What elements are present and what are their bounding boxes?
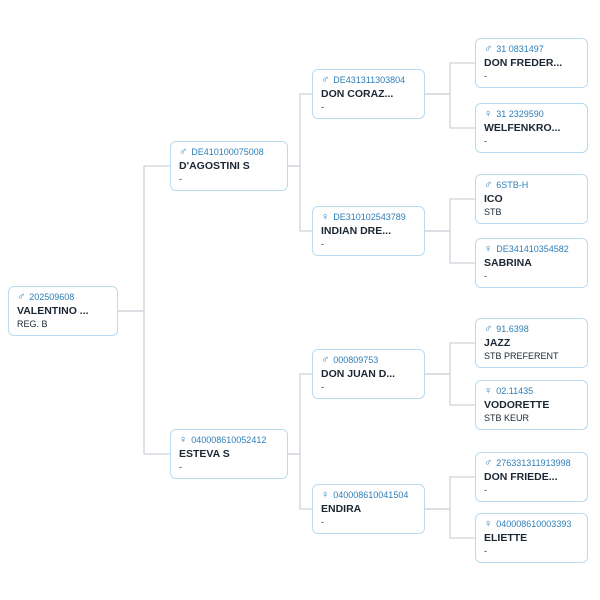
node-name: VALENTINO ... <box>17 305 89 317</box>
node-subtitle: - <box>321 102 324 112</box>
node-subtitle: STB PREFERENT <box>484 351 559 361</box>
node-name: ESTEVA S <box>179 448 230 460</box>
node-id: 6STB-H <box>496 180 529 190</box>
node-id: DE310102543789 <box>333 212 406 222</box>
pedigree-node-sires-dam[interactable]: ♀DE310102543789 INDIAN DRE... - <box>312 206 425 256</box>
node-name: WELFENKRO... <box>484 122 561 134</box>
node-subtitle: - <box>321 239 324 249</box>
female-icon: ♀ <box>321 211 330 223</box>
female-icon: ♀ <box>484 385 493 397</box>
pedigree-node-dams-sire[interactable]: ♂000809753 DON JUAN D... - <box>312 349 425 399</box>
node-id: DE341410354582 <box>496 244 569 254</box>
male-icon: ♂ <box>321 354 330 366</box>
pedigree-node-sss[interactable]: ♂31 0831497 DON FREDER... - <box>475 38 588 88</box>
node-id: 31 0831497 <box>496 44 544 54</box>
male-icon: ♂ <box>484 179 493 191</box>
node-subtitle: - <box>321 382 324 392</box>
female-icon: ♀ <box>179 434 188 446</box>
node-subtitle: STB KEUR <box>484 413 530 423</box>
male-icon: ♂ <box>179 146 188 158</box>
node-id: 000809753 <box>333 355 379 365</box>
node-id: 91.6398 <box>496 324 529 334</box>
female-icon: ♀ <box>321 489 330 501</box>
node-subtitle: - <box>484 271 487 281</box>
female-icon: ♀ <box>484 243 493 255</box>
pedigree-node-ddd[interactable]: ♀040008610003393 ELIETTE - <box>475 513 588 563</box>
node-id: 276331311913998 <box>496 458 571 468</box>
node-name: JAZZ <box>484 337 511 349</box>
node-subtitle: - <box>321 517 324 527</box>
node-id: DE410100075008 <box>191 147 264 157</box>
node-name: DON FREDER... <box>484 57 563 69</box>
node-name: DON FRIEDE... <box>484 471 558 483</box>
female-icon: ♀ <box>484 518 493 530</box>
pedigree-node-root[interactable]: ♂202509608 VALENTINO ... REG. B <box>8 286 118 336</box>
male-icon: ♂ <box>484 323 493 335</box>
node-name: D'AGOSTINI S <box>179 160 250 172</box>
node-name: DON JUAN D... <box>321 368 396 380</box>
node-id: 040008610041504 <box>333 490 409 500</box>
node-name: SABRINA <box>484 257 532 269</box>
node-subtitle: - <box>484 485 487 495</box>
pedigree-node-dam[interactable]: ♀040008610052412 ESTEVA S - <box>170 429 288 479</box>
node-name: ICO <box>484 193 503 205</box>
node-name: VODORETTE <box>484 399 550 411</box>
node-name: ENDIRA <box>321 503 362 515</box>
node-id: 02.11435 <box>496 386 534 396</box>
pedigree-node-sire[interactable]: ♂DE410100075008 D'AGOSTINI S - <box>170 141 288 191</box>
node-name: DON CORAZ... <box>321 88 394 100</box>
node-subtitle: - <box>484 71 487 81</box>
node-id: 040008610003393 <box>496 519 572 529</box>
node-id: DE431311303804 <box>333 75 406 85</box>
node-id: 040008610052412 <box>191 435 267 445</box>
node-subtitle: - <box>484 136 487 146</box>
node-subtitle: - <box>179 462 182 472</box>
pedigree-node-sds[interactable]: ♂6STB-H ICO STB <box>475 174 588 224</box>
pedigree-node-dds[interactable]: ♂276331311913998 DON FRIEDE... - <box>475 452 588 502</box>
node-subtitle: - <box>179 174 182 184</box>
pedigree-node-dsd[interactable]: ♀02.11435 VODORETTE STB KEUR <box>475 380 588 430</box>
male-icon: ♂ <box>484 43 493 55</box>
male-icon: ♂ <box>17 291 26 303</box>
male-icon: ♂ <box>484 457 493 469</box>
pedigree-node-dss[interactable]: ♂91.6398 JAZZ STB PREFERENT <box>475 318 588 368</box>
female-icon: ♀ <box>484 108 493 120</box>
pedigree-node-dams-dam[interactable]: ♀040008610041504 ENDIRA - <box>312 484 425 534</box>
node-id: 31 2329590 <box>496 109 544 119</box>
pedigree-node-ssd[interactable]: ♀31 2329590 WELFENKRO... - <box>475 103 588 153</box>
node-id: 202509608 <box>29 292 75 302</box>
node-subtitle: REG. B <box>17 319 48 329</box>
node-name: ELIETTE <box>484 532 528 544</box>
node-subtitle: STB <box>484 207 502 217</box>
node-name: INDIAN DRE... <box>321 225 392 237</box>
pedigree-node-sires-sire[interactable]: ♂DE431311303804 DON CORAZ... - <box>312 69 425 119</box>
node-subtitle: - <box>484 546 487 556</box>
male-icon: ♂ <box>321 74 330 86</box>
pedigree-node-sdd[interactable]: ♀DE341410354582 SABRINA - <box>475 238 588 288</box>
